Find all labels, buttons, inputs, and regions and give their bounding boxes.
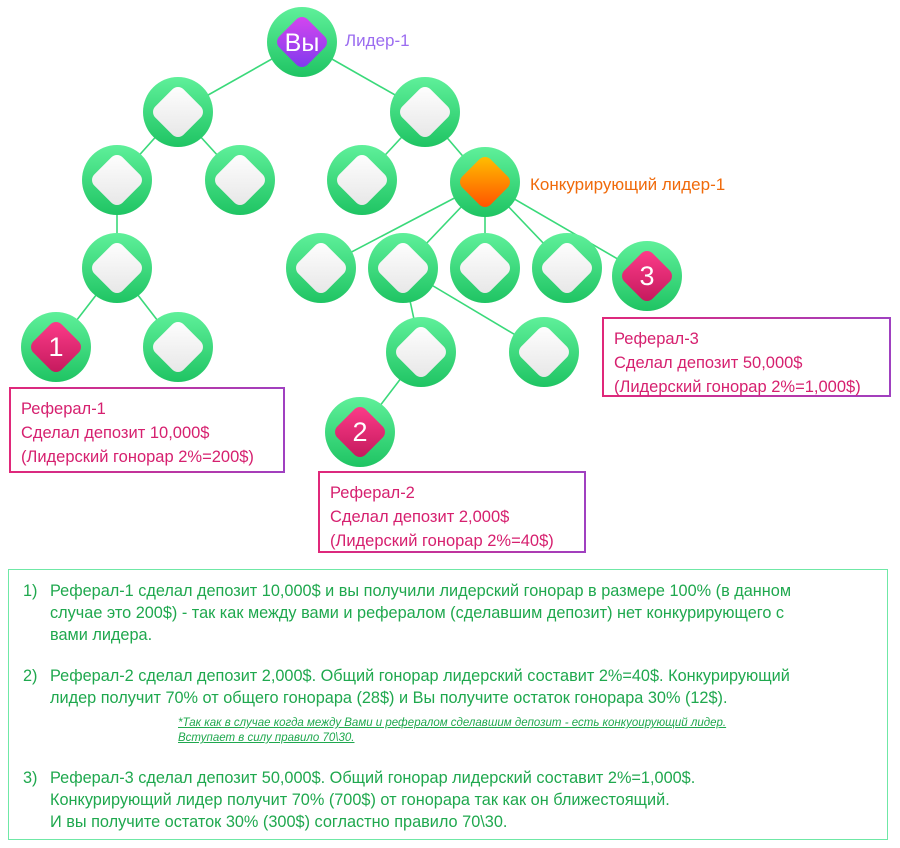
node-label: 3	[639, 261, 654, 291]
tree-node	[390, 77, 460, 147]
referral-3-deposit: Сделал депозит 50,000$	[614, 354, 803, 372]
node-diamond	[519, 327, 569, 377]
note-2-line: лидер получит 70% от общего гонорара (28…	[50, 689, 728, 707]
node-label: 1	[48, 332, 63, 362]
node-diamond	[622, 251, 672, 301]
tree-node	[532, 233, 602, 303]
node-diamond	[31, 322, 81, 372]
node-diamond	[296, 243, 346, 293]
note-2-line: Реферал-2 сделал депозит 2,000$. Общий г…	[50, 667, 790, 685]
tree-node	[368, 233, 438, 303]
referral-1-title: Реферал-1	[21, 400, 106, 418]
referral-2-node: 2	[325, 397, 395, 467]
tree-node	[386, 317, 456, 387]
node-label: 2	[352, 417, 367, 447]
referral-2-box: Реферал-2 Сделал депозит 2,000$ (Лидерск…	[318, 471, 586, 553]
referral-1-node: 1	[21, 312, 91, 382]
footnote-line: Вступает в силу правило 70\30.	[178, 732, 355, 744]
referral-2-fee: (Лидерский гонорар 2%=40$)	[330, 532, 554, 550]
node-diamond	[335, 407, 385, 457]
referral-2-title: Реферал-2	[330, 484, 415, 502]
node-label: Вы	[285, 29, 320, 57]
note-1-number: 1)	[23, 582, 38, 600]
note-1-line: вами лидера.	[50, 626, 153, 644]
tree-node	[82, 233, 152, 303]
referral-3-box: Реферал-3 Сделал депозит 50,000$ (Лидерс…	[602, 317, 891, 397]
node-diamond	[460, 157, 510, 207]
you-leader-label: Лидер-1	[345, 31, 410, 50]
node-diamond	[337, 155, 387, 205]
tree-node	[205, 145, 275, 215]
note-3-line: Реферал-3 сделал депозит 50,000$. Общий …	[50, 769, 696, 787]
tree-node	[143, 312, 213, 382]
node-diamond	[92, 243, 142, 293]
footnote-line: *Так как в случае когда между Вами и реф…	[178, 717, 727, 729]
referral-3-fee: (Лидерский гонорар 2%=1,000$)	[614, 378, 861, 396]
node-diamond	[153, 87, 203, 137]
you-node: Вы	[267, 7, 337, 77]
node-diamond	[215, 155, 265, 205]
tree-nodes: Вы 3 1 2	[21, 7, 682, 467]
node-diamond	[396, 327, 446, 377]
node-diamond	[378, 243, 428, 293]
node-diamond	[542, 243, 592, 293]
tree-node	[327, 145, 397, 215]
node-diamond	[277, 17, 327, 67]
node-diamond	[460, 243, 510, 293]
tree-node	[286, 233, 356, 303]
referral-2-deposit: Сделал депозит 2,000$	[330, 508, 510, 526]
referral-3-title: Реферал-3	[614, 330, 699, 348]
note-1-line: Реферал-1 сделал депозит 10,000$ и вы по…	[50, 582, 792, 600]
node-diamond	[400, 87, 450, 137]
note-3-line: И вы получите остаток 30% (300$) согласт…	[50, 813, 508, 831]
referral-1-deposit: Сделал депозит 10,000$	[21, 424, 210, 442]
referral-tree: Вы 3 1 2 Лидер-1 Конкурирующий лидер-1	[21, 7, 725, 467]
explanation-panel: 1) Реферал-1 сделал депозит 10,000$ и вы…	[8, 569, 888, 840]
competitor-leader-node	[450, 147, 520, 217]
tree-node	[82, 145, 152, 215]
competitor-leader-label: Конкурирующий лидер-1	[530, 175, 725, 194]
referral-1-box: Реферал-1 Сделал депозит 10,000$ (Лидерс…	[9, 387, 285, 473]
tree-node	[143, 77, 213, 147]
note-2-number: 2)	[23, 667, 38, 685]
footnote: *Так как в случае когда между Вами и реф…	[178, 716, 726, 746]
tree-node	[509, 317, 579, 387]
node-diamond	[153, 322, 203, 372]
referral-3-node: 3	[612, 241, 682, 311]
note-1-line: случае это 200$) - так как между вами и …	[50, 604, 785, 622]
note-3-number: 3)	[23, 769, 38, 787]
note-3-line: Конкурирующий лидер получит 70% (700$) о…	[50, 791, 670, 809]
node-diamond	[92, 155, 142, 205]
tree-node	[450, 233, 520, 303]
referral-1-fee: (Лидерский гонорар 2%=200$)	[21, 448, 254, 466]
